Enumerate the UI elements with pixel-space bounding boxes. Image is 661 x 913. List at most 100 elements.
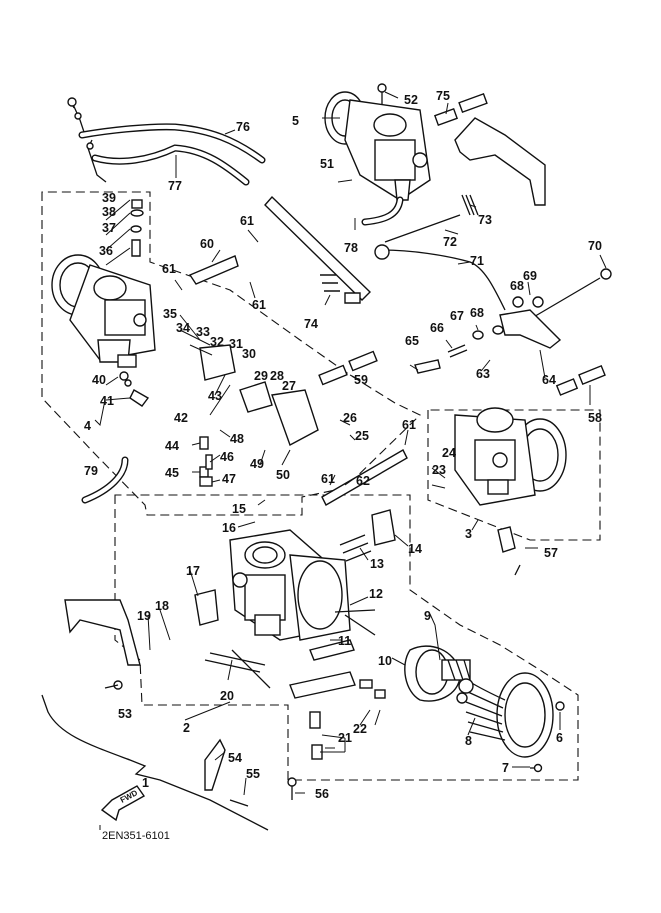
callout-31: 31	[229, 337, 243, 351]
callout-55: 55	[246, 767, 260, 781]
callout-65: 65	[405, 334, 419, 348]
callout-4: 4	[84, 419, 91, 433]
callout-18: 18	[155, 599, 169, 613]
callout-15: 15	[232, 502, 246, 516]
callout-22: 22	[353, 722, 367, 736]
callout-45: 45	[165, 466, 179, 480]
callout-40: 40	[92, 373, 106, 387]
callout-61d: 61	[402, 418, 416, 432]
forward-arrow-icon: FWD	[100, 785, 146, 822]
carburetor-4	[51, 254, 156, 368]
callout-35: 35	[163, 307, 177, 321]
callout-79: 79	[84, 464, 98, 478]
callout-20: 20	[220, 689, 234, 703]
callout-63: 63	[476, 367, 490, 381]
callout-7: 7	[502, 761, 509, 775]
frame-line	[41, 694, 269, 831]
callout-48: 48	[230, 432, 244, 446]
carburetor-3	[454, 407, 567, 506]
callout-17: 17	[186, 564, 200, 578]
leader-lines	[94, 91, 607, 830]
callout-52: 52	[404, 93, 418, 107]
callout-72: 72	[443, 235, 457, 249]
callout-23: 23	[432, 463, 446, 477]
callout-3: 3	[465, 527, 472, 541]
callout-38: 38	[102, 205, 116, 219]
callout-66: 66	[430, 321, 444, 335]
callout-78: 78	[344, 241, 358, 255]
callout-61: 61	[240, 214, 254, 228]
callout-71: 71	[470, 254, 484, 268]
callout-76: 76	[236, 120, 250, 134]
callout-14: 14	[408, 542, 422, 556]
callout-36: 36	[99, 244, 113, 258]
callout-50: 50	[276, 468, 290, 482]
callout-29: 29	[254, 369, 268, 383]
linkage-cables	[374, 117, 612, 349]
callout-60: 60	[200, 237, 214, 251]
callout-39: 39	[102, 191, 116, 205]
callout-57: 57	[544, 546, 558, 560]
callout-43: 43	[208, 389, 222, 403]
small-parts	[64, 194, 565, 807]
callout-61c: 61	[252, 298, 266, 312]
callout-12: 12	[369, 587, 383, 601]
callout-28: 28	[270, 369, 284, 383]
callout-24: 24	[442, 446, 456, 460]
shafts	[188, 92, 606, 613]
callout-77: 77	[168, 179, 182, 193]
callout-1: 1	[142, 776, 149, 790]
callout-47: 47	[222, 472, 236, 486]
callout-8: 8	[465, 734, 472, 748]
callout-49: 49	[250, 457, 264, 471]
callout-75: 75	[436, 89, 450, 103]
callout-30: 30	[242, 347, 256, 361]
callout-37: 37	[102, 221, 116, 235]
callout-10: 10	[378, 654, 392, 668]
callout-68b: 68	[510, 279, 524, 293]
callout-13: 13	[370, 557, 384, 571]
carburetor-1	[229, 529, 351, 641]
drain-hoses	[81, 196, 404, 504]
fuel-hoses	[67, 97, 266, 186]
callout-46: 46	[220, 450, 234, 464]
callout-53: 53	[118, 707, 132, 721]
callout-11: 11	[338, 634, 351, 648]
callout-32: 32	[210, 335, 224, 349]
callout-numbers: 1 2 3 4 5 6 7 8 9 10 11 12 13 14 15 16 1…	[84, 89, 602, 801]
callout-34: 34	[176, 321, 190, 335]
callout-2: 2	[183, 721, 190, 735]
callout-51: 51	[320, 157, 334, 171]
diagram-code: 2EN351-6101	[102, 830, 170, 842]
callout-42: 42	[174, 411, 188, 425]
callout-19: 19	[137, 609, 151, 623]
callout-5: 5	[292, 114, 299, 128]
carburetor-5	[324, 83, 431, 201]
callout-9: 9	[424, 609, 431, 623]
callout-59: 59	[354, 373, 368, 387]
callout-16: 16	[222, 521, 236, 535]
callout-33: 33	[196, 325, 210, 339]
callout-27: 27	[282, 379, 296, 393]
callout-73: 73	[478, 213, 492, 227]
callout-64: 64	[542, 373, 556, 387]
callout-70: 70	[588, 239, 602, 253]
callout-44: 44	[165, 439, 179, 453]
callout-62: 62	[356, 474, 370, 488]
callout-25: 25	[355, 429, 369, 443]
callout-61e: 61	[321, 472, 335, 486]
diaphragm-group	[344, 614, 554, 758]
callout-61b: 61	[162, 262, 176, 276]
callout-21: 21	[338, 731, 352, 745]
callout-69: 69	[523, 269, 537, 283]
callout-74: 74	[304, 317, 318, 331]
callout-56: 56	[315, 787, 329, 801]
callout-67: 67	[450, 309, 464, 323]
callout-41: 41	[100, 394, 114, 408]
callout-26: 26	[343, 411, 357, 425]
callout-58: 58	[588, 411, 602, 425]
callout-6: 6	[556, 731, 563, 745]
callout-54: 54	[228, 751, 242, 765]
callout-68: 68	[470, 306, 484, 320]
